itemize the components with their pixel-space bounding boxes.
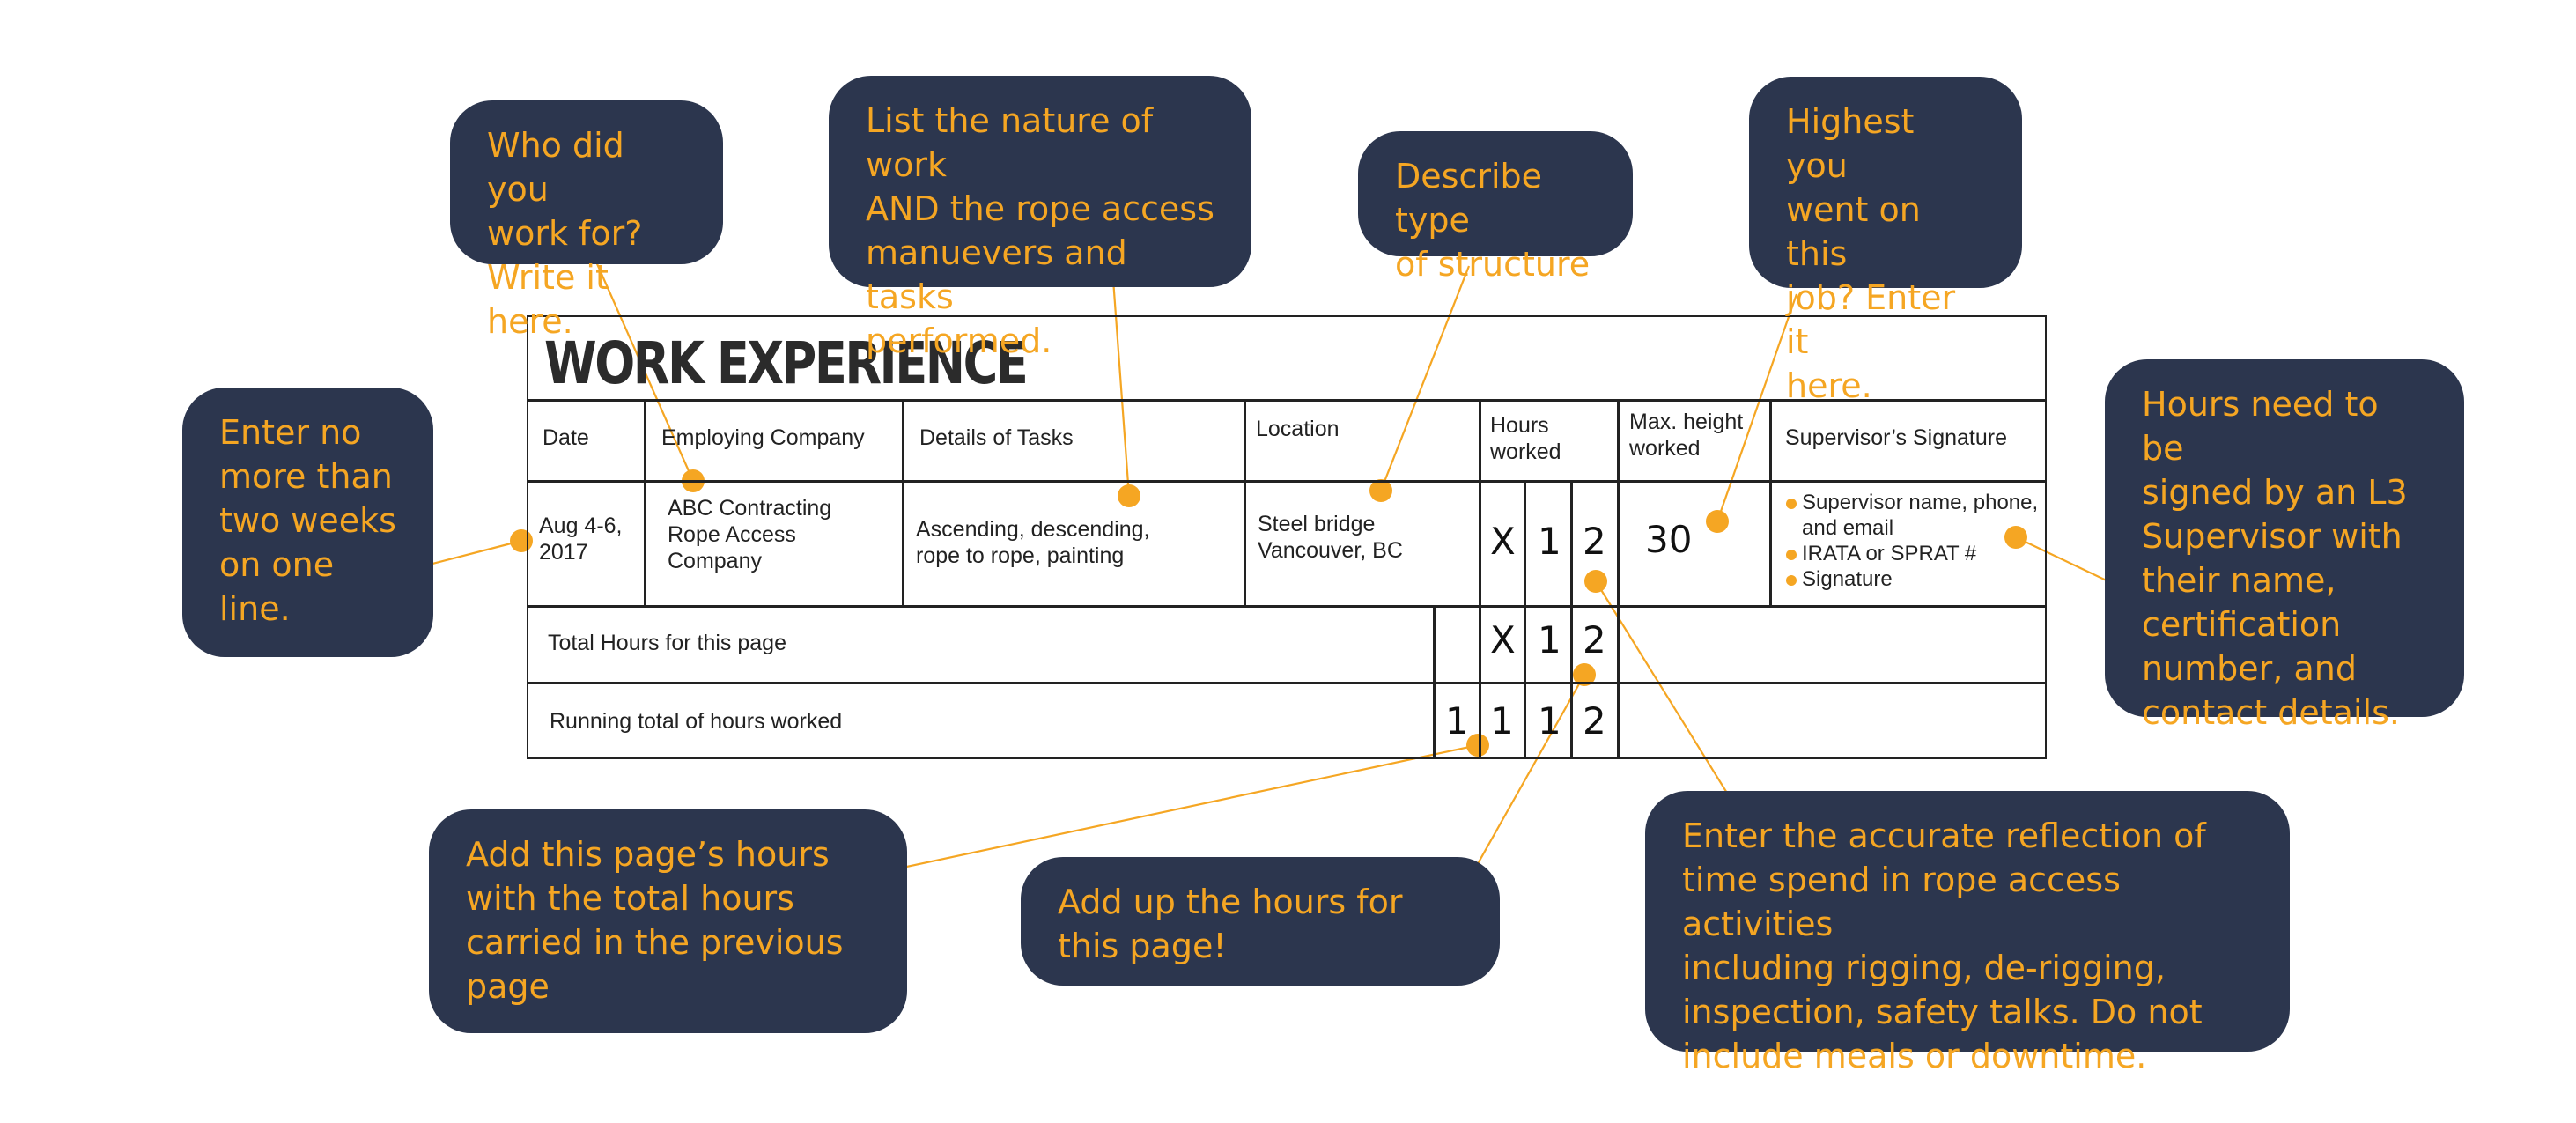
divider xyxy=(1479,605,1481,757)
divider xyxy=(1479,399,1481,607)
row-hours-digit: 1 xyxy=(1538,520,1561,563)
callout-nature-of-work: List the nature of work AND the rope acc… xyxy=(829,76,1251,360)
divider xyxy=(528,605,2045,608)
running-total-digit: 2 xyxy=(1583,699,1606,743)
form-title: WORK EXPERIENCE xyxy=(544,329,1029,397)
callout-accurate-time: Enter the accurate reflection of time sp… xyxy=(1645,791,2290,1075)
total-hours-digit: 1 xyxy=(1538,618,1561,661)
header-max-height: Max. height worked xyxy=(1629,410,1744,461)
running-total-digit: 1 xyxy=(1538,699,1561,743)
header-location: Location xyxy=(1256,417,1340,441)
total-hours-label: Total Hours for this page xyxy=(548,631,786,655)
row-company: ABC Contracting Rope Access Company xyxy=(668,496,832,573)
total-hours-digit: X xyxy=(1490,618,1516,661)
list-item: Signature xyxy=(1784,566,2038,592)
divider xyxy=(528,399,2045,402)
row-date: Aug 4-6, 2017 xyxy=(539,513,623,565)
running-total-digit: 1 xyxy=(1490,699,1514,743)
running-total-digit: 1 xyxy=(1445,699,1469,743)
divider xyxy=(644,399,646,607)
callout-add-up-hours: Add up the hours for this page! xyxy=(1021,857,1500,986)
divider xyxy=(902,399,904,607)
divider xyxy=(1433,605,1436,757)
header-company: Employing Company xyxy=(661,425,865,450)
divider xyxy=(528,480,2045,483)
total-hours-digit: 2 xyxy=(1583,618,1606,661)
callout-highest-height: Highest you went on this job? Enter it h… xyxy=(1749,77,2022,405)
divider xyxy=(528,682,2045,684)
header-hours: Hours worked xyxy=(1490,413,1561,464)
callout-structure-type: Describe type of structure xyxy=(1358,131,1633,284)
callout-two-weeks: Enter no more than two weeks on one line… xyxy=(182,388,433,657)
divider xyxy=(1570,480,1573,757)
divider xyxy=(1524,480,1526,757)
callout-who-did-you-work-for: Who did you work for? Write it here. xyxy=(450,100,723,341)
header-details: Details of Tasks xyxy=(919,425,1074,450)
divider xyxy=(1617,605,1620,757)
row-location: Steel bridge Vancouver, BC xyxy=(1258,512,1403,563)
callout-signed-by-supervisor: Hours need to be signed by an L3 Supervi… xyxy=(2105,359,2464,732)
row-hours-digit: X xyxy=(1490,520,1516,563)
list-item: IRATA or SPRAT # xyxy=(1784,541,2038,566)
list-item: Supervisor name, phone, and email xyxy=(1784,490,2038,541)
row-max-height: 30 xyxy=(1645,518,1693,561)
running-total-label: Running total of hours worked xyxy=(550,709,843,734)
divider xyxy=(1244,399,1246,607)
row-details: Ascending, descending, rope to rope, pai… xyxy=(916,517,1150,568)
callout-add-page-hours: Add this page’s hours with the total hou… xyxy=(429,809,907,1033)
divider xyxy=(1617,399,1620,607)
row-hours-digit: 2 xyxy=(1583,520,1606,563)
header-signature: Supervisor’s Signature xyxy=(1785,425,2007,450)
header-date: Date xyxy=(543,425,589,450)
work-experience-form: WORK EXPERIENCE Date Employing Company D… xyxy=(527,315,2047,759)
divider xyxy=(1769,399,1772,607)
row-signature-list: Supervisor name, phone, and email IRATA … xyxy=(1784,490,2038,592)
connector-add-page xyxy=(873,743,1479,875)
